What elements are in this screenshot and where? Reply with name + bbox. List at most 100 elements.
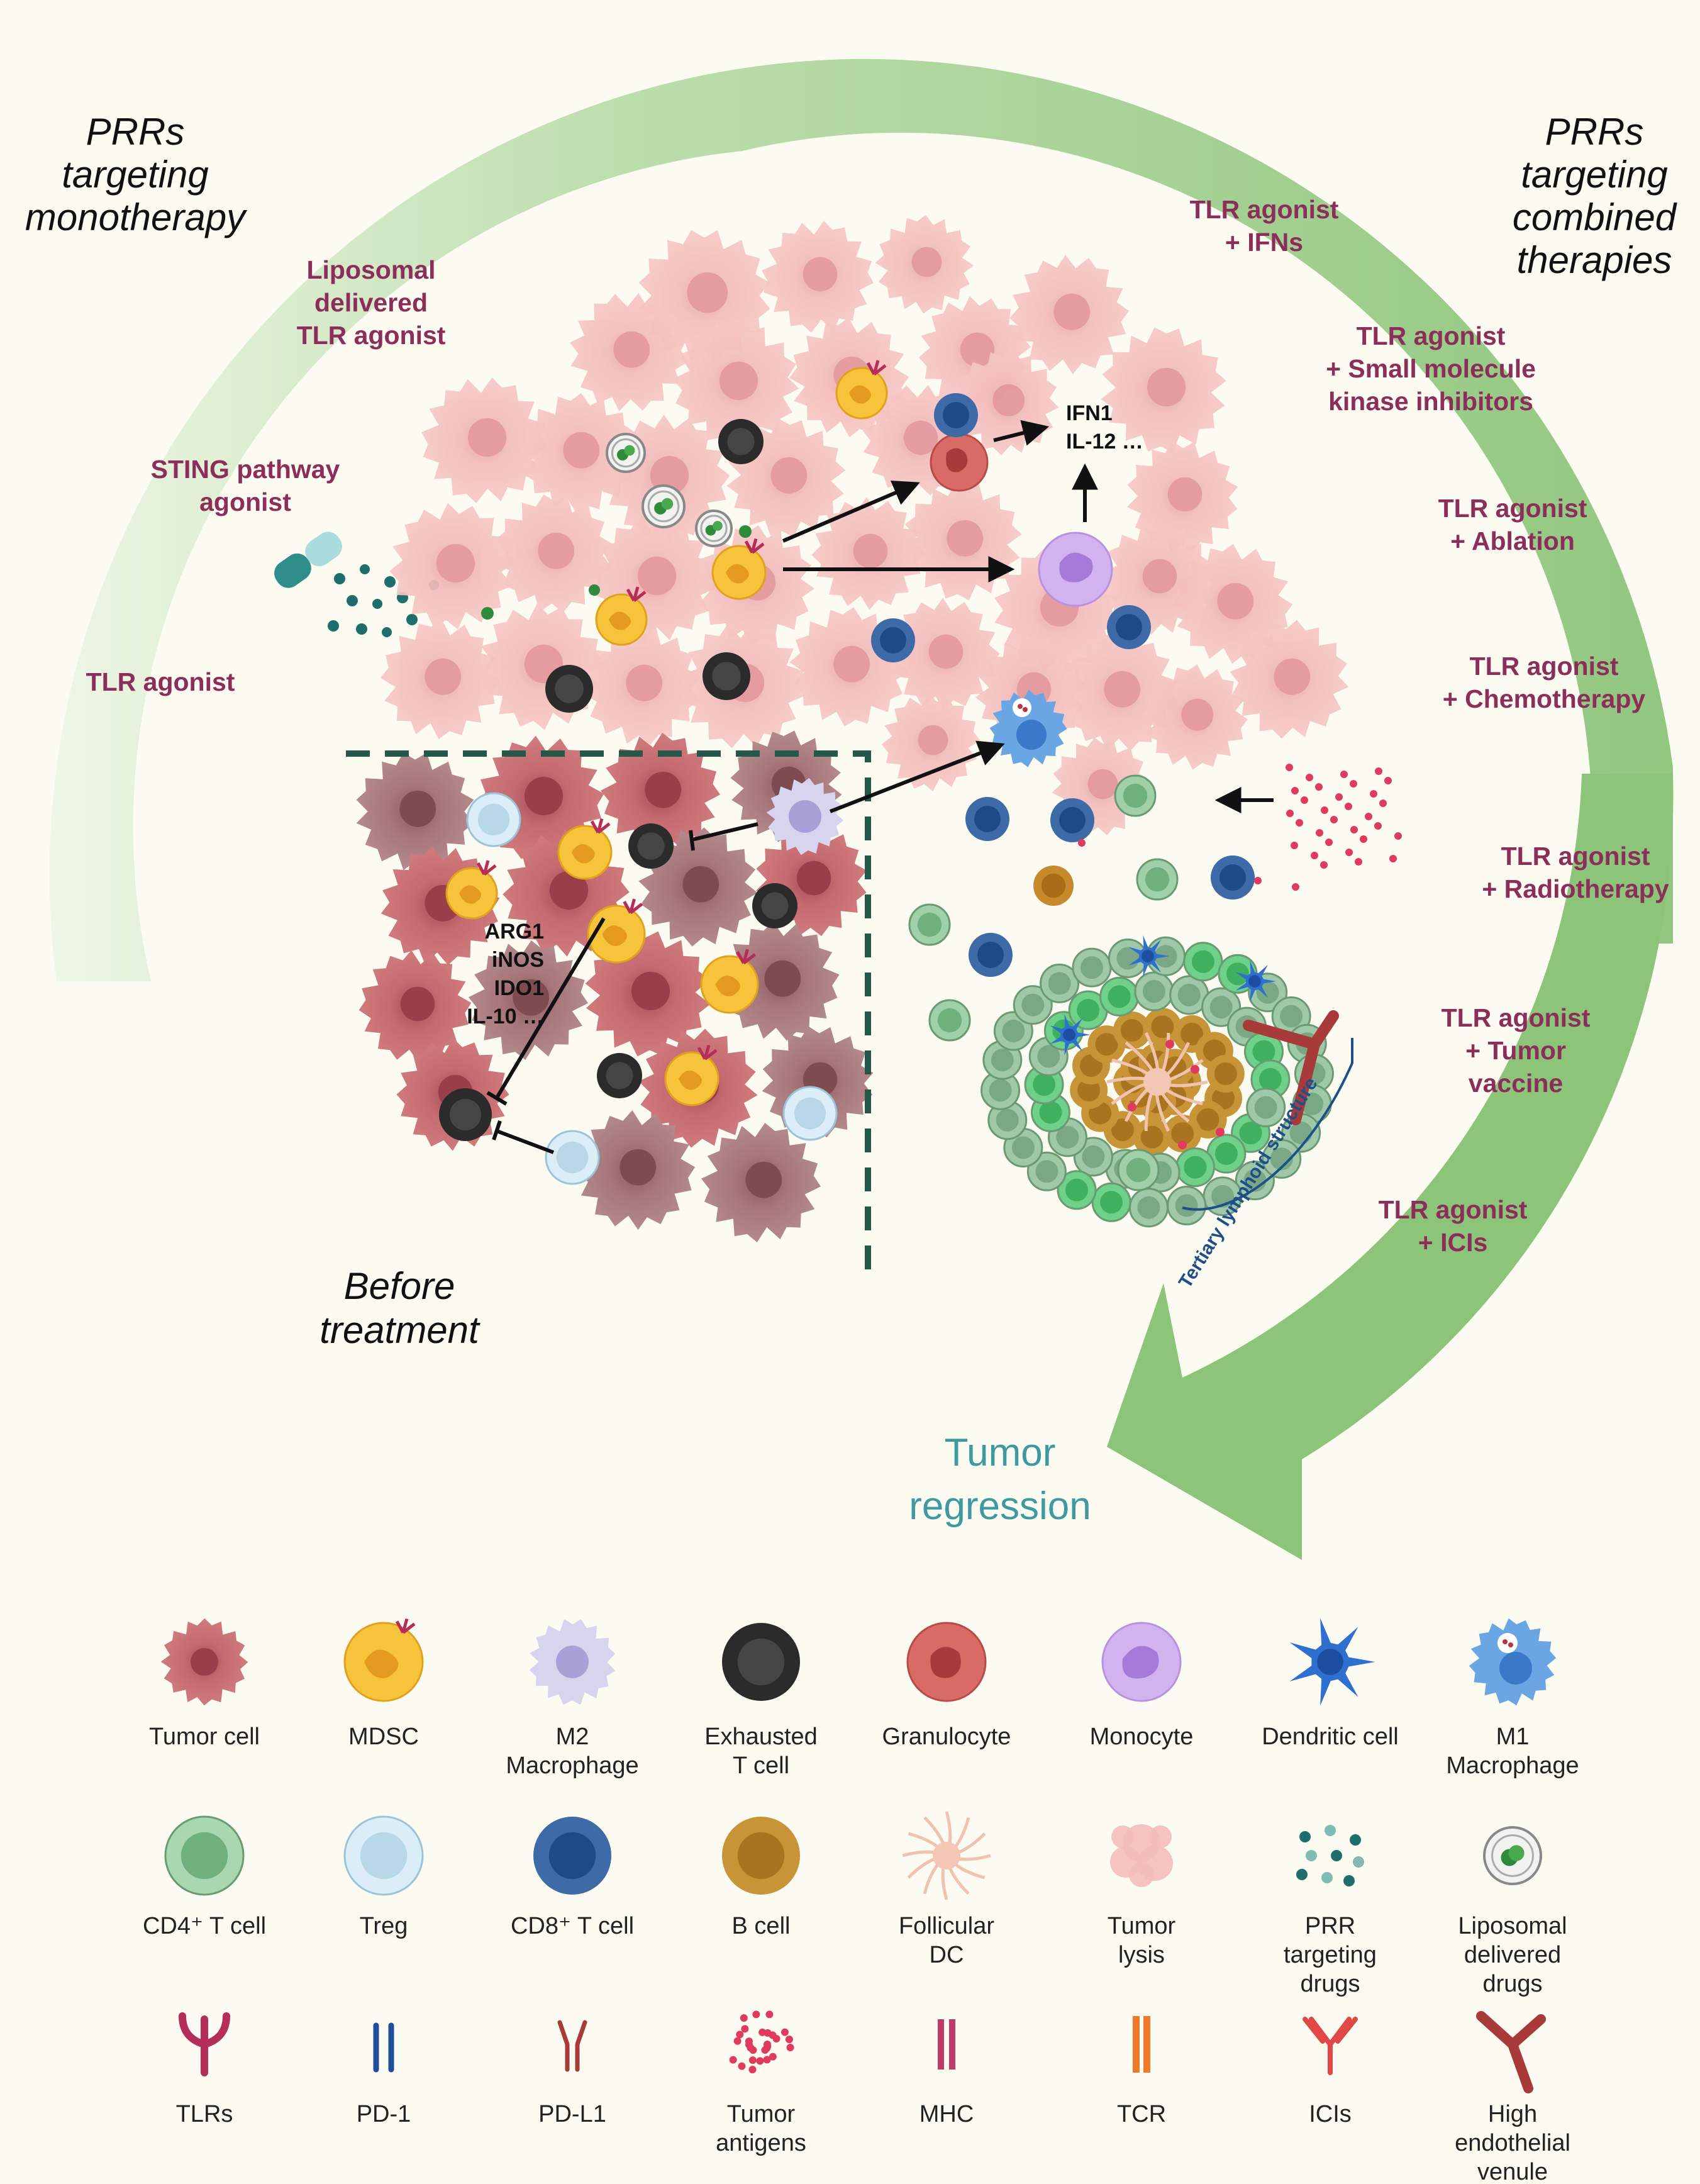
cd4-t-cell xyxy=(1203,1176,1243,1217)
exhausted-t-cell xyxy=(703,652,750,700)
liposome xyxy=(1483,1826,1542,1885)
follicular-dc-icon xyxy=(902,1811,991,1900)
tumor-cell xyxy=(582,626,701,745)
legend-label: PD-L1 xyxy=(538,2101,606,2127)
high-endothelial-venule xyxy=(1243,1010,1339,1125)
legend-item-mhc: MHC xyxy=(919,2019,974,2127)
tumor-cell xyxy=(380,619,501,740)
monocyte-icon xyxy=(1101,1622,1182,1702)
legend-label-line: drugs xyxy=(1482,1971,1542,1997)
tumor-cell xyxy=(358,950,472,1063)
cd4-t-cell xyxy=(1134,971,1174,1011)
legend-label-line: MHC xyxy=(919,2101,974,2127)
legend-label-line: Dendritic cell xyxy=(1262,1724,1399,1750)
cd4-t-cell xyxy=(981,1070,1021,1110)
combined-therapy-item-line: TLR agonist xyxy=(1442,1003,1591,1032)
treg-icon xyxy=(343,1815,424,1896)
b-cell xyxy=(1164,1114,1202,1152)
legend-exhausted-t-cell-shape xyxy=(722,1623,800,1701)
tumor-microenvironment xyxy=(356,214,1402,1242)
mono-therapy-item-line: Liposomal xyxy=(306,255,435,284)
cd4-t-cell xyxy=(908,903,951,946)
cd4-t-cell xyxy=(1068,990,1108,1030)
title-tumor-regression-line: regression xyxy=(909,1485,1091,1528)
b-cell xyxy=(1133,1118,1171,1156)
exhausted-t-cell-icon xyxy=(722,1623,800,1701)
combined-therapy-item-line: TLR agonist xyxy=(1438,494,1587,523)
tumor-cell xyxy=(672,320,799,447)
hev-icon xyxy=(1476,2011,1546,2093)
granulocyte-icon xyxy=(906,1622,987,1702)
title-tumor-regression-line: Tumor xyxy=(945,1431,1056,1474)
legend-label-line: PRR xyxy=(1305,1913,1355,1939)
legend-label: Dendritic cell xyxy=(1262,1724,1399,1750)
legend-cd4-shape xyxy=(164,1815,245,1896)
tumor-cell xyxy=(575,1110,696,1230)
combined-therapy-item-line: + ICIs xyxy=(1418,1228,1488,1257)
mhc-icon xyxy=(938,2019,955,2070)
pd-l1-icon xyxy=(557,2020,587,2072)
legend-label-line: MDSC xyxy=(348,1724,419,1750)
legend-label-line: Tumor xyxy=(727,2101,796,2127)
combined-therapy-item-line: + Ablation xyxy=(1450,526,1575,555)
mdsc-cell xyxy=(835,360,888,420)
tcr-icon xyxy=(1133,2016,1150,2073)
cd8-t-cell xyxy=(1050,798,1094,842)
tumor-cell xyxy=(1230,620,1349,739)
legend-label-line: CD4⁺ T cell xyxy=(143,1913,266,1939)
tumor-cell xyxy=(1126,441,1238,553)
mono-therapy-item-line: TLR agonist xyxy=(297,321,446,350)
tumor-antigens xyxy=(1078,764,1402,891)
legend-label-line: venule xyxy=(1477,2159,1548,2184)
mdsc-icon xyxy=(343,1618,424,1702)
legend-label-line: targeting xyxy=(1284,1942,1377,1968)
dendritic-cell-icon xyxy=(1289,1618,1375,1706)
cytokine-label-line: iNOS xyxy=(492,948,544,972)
cd4-t-cell xyxy=(1175,1147,1215,1188)
legend-label-line: M2 xyxy=(556,1724,589,1750)
legend-item-tlrs: TLRs xyxy=(176,2012,233,2127)
legend-label: Tumor cell xyxy=(149,1724,260,1750)
legend-item-pd-l1: PD-L1 xyxy=(538,2020,606,2127)
legend-label: Tumor antigens xyxy=(716,2101,806,2156)
dendritic-cell xyxy=(1128,935,1169,977)
combined-therapy-item: TLR agonist+ IFNs xyxy=(1190,195,1339,257)
b-cell xyxy=(1113,1011,1151,1050)
legend-label-line: TLRs xyxy=(176,2101,233,2127)
cd4-t-cell xyxy=(1117,1149,1160,1191)
legend-cd8-shape xyxy=(533,1817,611,1895)
legend-label: Monocyte xyxy=(1090,1724,1194,1750)
legend-label-line: DC xyxy=(930,1942,964,1968)
m1-macrophage-icon xyxy=(1469,1618,1557,1706)
treg xyxy=(466,792,521,847)
cd8-t-cell-icon xyxy=(533,1817,611,1895)
tumor-cell xyxy=(468,940,589,1061)
mdsc-cell xyxy=(343,1618,424,1702)
legend-item-tcr: TCR xyxy=(1117,2016,1166,2127)
combined-therapy-item-line: vaccine xyxy=(1469,1069,1563,1098)
follicular-dc xyxy=(1106,1032,1208,1132)
exhausted-t-cell xyxy=(597,1053,642,1098)
before-treatment-boundary xyxy=(346,750,871,1271)
legend-label-line: antigens xyxy=(716,2130,806,2156)
cd4-t-cell xyxy=(1169,975,1209,1015)
legend-label: MDSC xyxy=(348,1724,419,1750)
exhausted-t-cell xyxy=(439,1088,492,1141)
combined-therapy-item-line: TLR agonist xyxy=(1501,842,1650,871)
tumor-cell xyxy=(1142,664,1248,770)
title-tumor-regression: Tumor regression xyxy=(909,1431,1091,1528)
title-before-treatment-line: treatment xyxy=(319,1309,481,1351)
b-cell xyxy=(1033,866,1074,906)
m2-macrophage-icon xyxy=(529,1618,616,1705)
